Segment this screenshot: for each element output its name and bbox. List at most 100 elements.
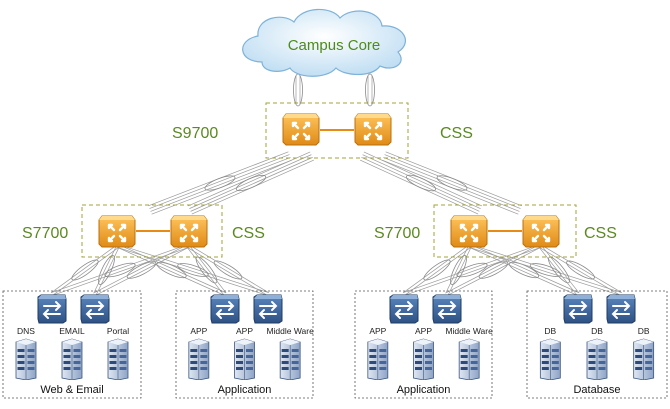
link-line [95,247,189,296]
server-icon [107,338,129,380]
link-bundle-ring [104,262,136,278]
link-bundle-ring [405,174,437,192]
server-icon [413,338,434,380]
link-line [93,245,117,294]
link-line [186,246,225,296]
link-bundle-ring [213,260,243,280]
link-line [52,246,120,296]
link-line [469,247,578,296]
access-switch-icon [563,294,593,324]
link-bundle-ring [235,174,267,192]
link-line [117,247,225,296]
server-label: APP [236,326,253,336]
server-label: DNS [17,326,35,336]
link-line [362,154,481,209]
server-group-box [526,290,668,399]
link-bundle-ring [71,259,99,281]
link-line [50,244,118,294]
link-bundle-ring [508,261,540,279]
server-group-box [2,290,142,399]
link-line [469,247,621,296]
link-bundle-ring [478,261,509,279]
link-line [361,157,480,212]
core-stack-label: CSS [440,125,473,142]
link-line [470,244,622,293]
access-switch-icon [210,294,240,324]
link-line [403,244,540,293]
link-line [540,244,580,294]
link-line [384,154,521,209]
server-icon [234,338,255,380]
link-line [404,246,472,296]
aggregation-stack-label: CSS [232,225,265,242]
link-bundle-ring [365,73,375,107]
link-line [187,246,268,296]
link-line [189,154,312,209]
core-switch-icon [282,112,320,146]
access-switch-icon [432,294,462,324]
link-line [470,244,579,293]
link-line [445,245,469,294]
core-switch-group: S9700 CSS [172,102,473,159]
server-icon [367,338,389,380]
aggregation-model-label: S7700 [22,225,68,242]
aggregation-css-box [433,204,577,258]
link-line [149,154,290,209]
server-label: DB [591,326,603,336]
server-label: DB [638,326,650,336]
server-label: Middle Ware [266,326,314,336]
link-bundle-ring [436,175,468,191]
aggregation-switch-icon [450,214,488,248]
server-label: EMAIL [59,326,85,336]
access-switch-icon [606,294,636,324]
server-icon [586,338,608,380]
server-icon [61,338,83,380]
server-group-box [175,290,314,399]
link-line [118,244,226,293]
link-line [447,247,541,296]
link-bundle-ring [156,261,187,279]
link-line [188,244,269,294]
server-label: DB [544,326,556,336]
campus-core-cloud: Campus Core [242,8,406,77]
link-line [540,244,622,294]
server-icon [539,338,561,380]
server-icon [188,338,210,380]
access-switch-icon [37,294,67,324]
link-line [383,157,520,212]
server-label: Portal [107,326,129,336]
aggregation-switch-icon [522,214,560,248]
link-line [94,244,188,293]
server-label: APP [369,326,386,336]
server-label: Middle Ware [445,326,493,336]
server-group-box [354,290,493,399]
server-icon [279,338,301,380]
core-switch-icon [354,112,392,146]
aggregation-switch-group-right: S7700 CSS [374,204,617,258]
access-switch-icon [253,294,283,324]
server-label: APP [415,326,432,336]
aggregation-css-box [81,204,223,258]
link-line [117,247,268,296]
server-group-label: Application [397,384,451,396]
link-bundle-ring [126,261,157,279]
link-bundle-ring [98,255,115,285]
server-icon [458,338,480,380]
access-switch-icon [80,294,110,324]
link-line [118,244,269,293]
server-label: APP [190,326,207,336]
link-line [539,246,621,296]
cloud-label: Campus Core [288,37,381,54]
link-line [51,244,188,293]
server-icon [633,338,655,380]
link-bundle-ring [450,255,467,285]
server-icon [15,338,37,380]
link-bundle-ring [566,260,595,280]
